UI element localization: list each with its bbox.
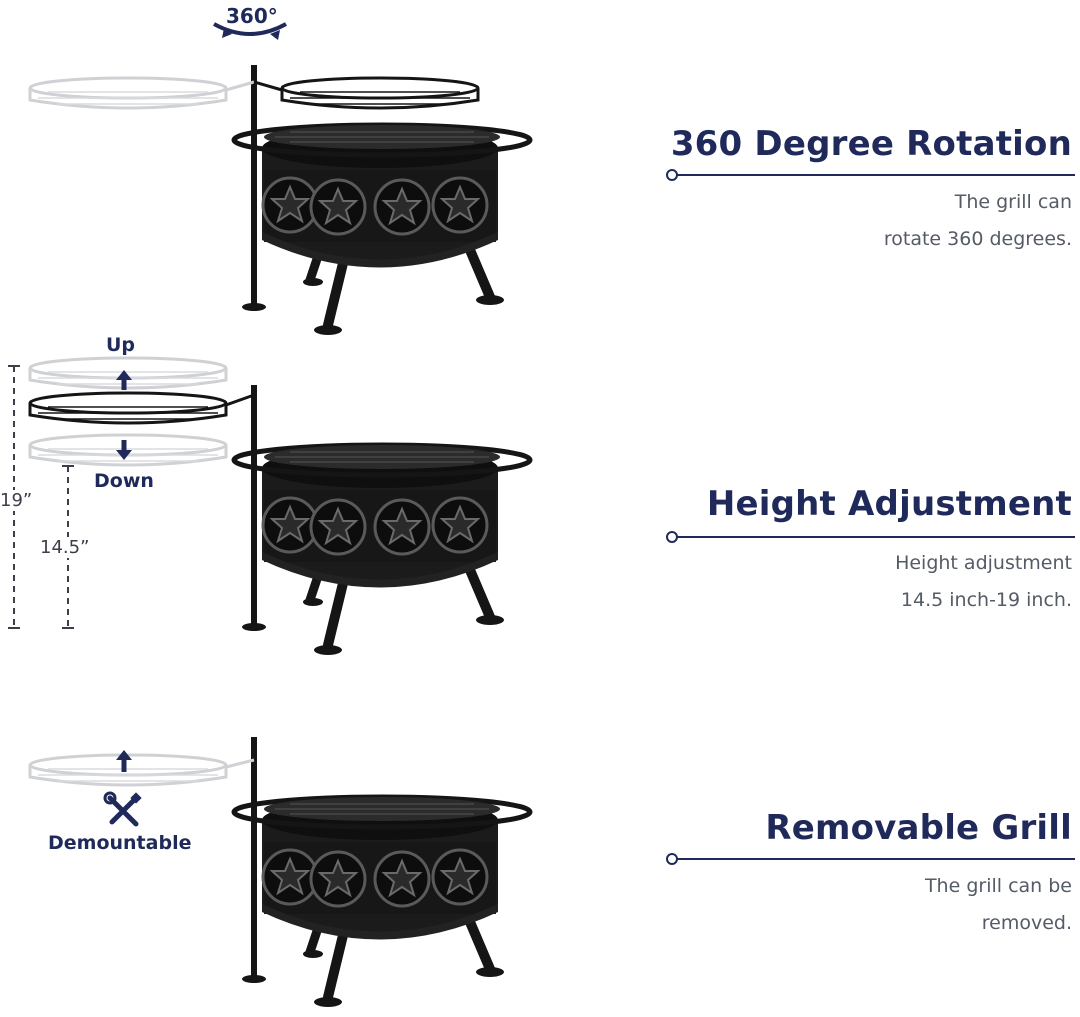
desc-line: The grill can be	[924, 875, 1072, 897]
fire-pit-height-image	[28, 356, 530, 655]
desc-line: rotate 360 degrees.	[883, 228, 1072, 250]
desc-line: 14.5 inch-19 inch.	[900, 589, 1072, 611]
desc-line: removed.	[981, 912, 1072, 934]
down-arrow-icon	[116, 440, 132, 460]
desc-line: Height adjustment	[895, 552, 1072, 574]
rotate-arrow-icon	[213, 22, 287, 40]
rotation-badge: 360°	[226, 4, 278, 28]
feature-title-height: Height Adjustment	[706, 484, 1072, 524]
min-height-label: 14.5”	[40, 537, 90, 558]
up-arrow-icon	[116, 750, 132, 772]
desc-line: The grill can	[954, 191, 1072, 213]
demountable-label: Demountable	[48, 832, 192, 854]
down-label: Down	[94, 470, 154, 492]
fire-pit-removable-image	[28, 737, 530, 1007]
feature-title-removable: Removable Grill	[765, 808, 1072, 848]
underline-line	[677, 536, 1075, 538]
underline-line	[677, 174, 1075, 176]
up-arrow-icon	[116, 370, 132, 390]
wrench-screwdriver-icon	[103, 791, 142, 827]
fire-pit-rotation-image	[28, 65, 530, 335]
feature-desc-removable: The grill can be removed.	[925, 868, 1072, 942]
max-height-label: 19”	[0, 490, 33, 511]
underline-line	[677, 858, 1075, 860]
feature-desc-height: Height adjustment 14.5 inch-19 inch.	[895, 545, 1072, 619]
feature-desc-rotation: The grill can rotate 360 degrees.	[884, 184, 1072, 258]
feature-title-rotation: 360 Degree Rotation	[670, 124, 1072, 164]
up-label: Up	[106, 334, 136, 356]
